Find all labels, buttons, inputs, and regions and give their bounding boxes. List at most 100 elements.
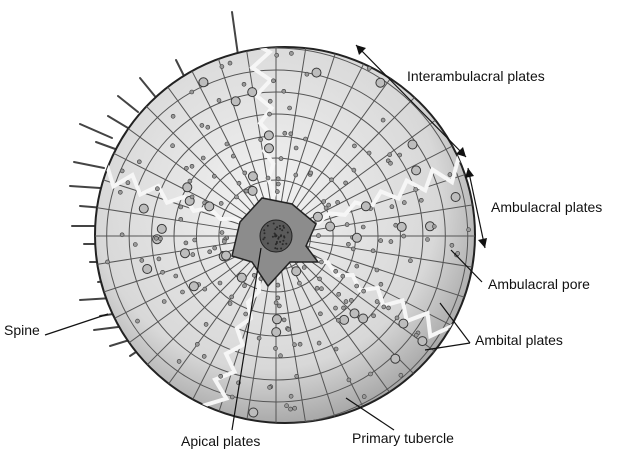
tubercle xyxy=(361,225,365,229)
tubercle xyxy=(334,306,338,310)
tubercle xyxy=(231,154,235,158)
tubercle xyxy=(451,193,460,202)
tubercle xyxy=(347,378,351,382)
tubercle xyxy=(169,68,173,72)
tubercle xyxy=(359,314,368,323)
tubercle xyxy=(268,99,272,103)
tubercle xyxy=(361,202,370,211)
periproct-granule xyxy=(274,233,276,235)
tubercle xyxy=(432,225,436,229)
tubercle xyxy=(355,284,359,288)
periproct-granule xyxy=(264,232,266,234)
tubercle xyxy=(345,223,349,227)
tubercle xyxy=(334,347,338,351)
tubercle xyxy=(126,181,130,185)
tubercle xyxy=(84,288,88,292)
tubercle xyxy=(350,309,359,318)
tubercle xyxy=(157,224,166,233)
tubercle xyxy=(285,404,289,408)
tubercle xyxy=(219,374,223,378)
arrow-head-top-2 xyxy=(465,168,474,178)
tubercle xyxy=(344,181,348,185)
tubercle xyxy=(376,78,385,87)
tubercle xyxy=(65,287,74,296)
tubercle xyxy=(242,82,246,86)
tubercle xyxy=(304,137,308,141)
tubercle xyxy=(137,160,141,164)
tubercle xyxy=(295,374,299,378)
tubercle xyxy=(182,48,186,52)
tubercle xyxy=(265,144,274,153)
tubercle xyxy=(327,203,331,207)
periproct-granule xyxy=(274,247,276,249)
tubercle xyxy=(208,250,212,254)
tubercle xyxy=(159,237,163,241)
tubercle xyxy=(252,273,256,277)
tubercle xyxy=(320,287,324,291)
tubercle xyxy=(243,284,247,288)
tubercle xyxy=(349,298,353,302)
tubercle xyxy=(222,251,231,260)
tubercle xyxy=(195,342,199,346)
periproct-granule xyxy=(273,223,275,225)
tubercle xyxy=(90,228,94,232)
tubercle xyxy=(319,260,323,264)
label-interambulacral-plates: Interambulacral plates xyxy=(407,68,545,84)
tubercle xyxy=(292,267,301,276)
tubercle xyxy=(276,296,280,300)
tubercle xyxy=(120,233,124,237)
tubercle xyxy=(244,312,248,316)
periproct-granule xyxy=(276,226,278,228)
tubercle xyxy=(381,118,385,122)
tubercle xyxy=(318,312,322,316)
tubercle xyxy=(388,56,392,60)
tubercle xyxy=(355,264,359,268)
spine xyxy=(70,186,100,188)
tubercle xyxy=(181,249,190,258)
tubercle xyxy=(283,131,287,135)
tubercle xyxy=(408,140,417,149)
tubercle xyxy=(490,239,494,243)
tubercle xyxy=(171,144,175,148)
tubercle xyxy=(448,173,452,177)
tubercle xyxy=(369,372,373,376)
tubercle xyxy=(336,200,340,204)
tubercle xyxy=(264,131,273,140)
tubercle xyxy=(342,306,346,310)
tubercle xyxy=(154,236,158,240)
tubercle xyxy=(341,274,345,278)
tubercle xyxy=(352,144,356,148)
tubercle xyxy=(230,395,234,399)
tubercle xyxy=(352,233,361,242)
tubercle xyxy=(179,205,183,209)
spine xyxy=(96,142,118,150)
tubercle xyxy=(122,350,126,354)
tubercle xyxy=(273,315,282,324)
tubercle xyxy=(434,97,438,101)
tubercle xyxy=(218,281,222,285)
tubercle xyxy=(140,258,144,262)
tubercle xyxy=(197,405,206,414)
tubercle xyxy=(334,269,338,273)
tubercle xyxy=(274,346,278,350)
tubercle xyxy=(201,156,205,160)
label-ambulacral-plates: Ambulacral plates xyxy=(491,199,602,215)
tubercle xyxy=(293,406,297,410)
tubercle xyxy=(294,173,298,177)
tubercle xyxy=(71,236,75,240)
tubercle xyxy=(379,239,383,243)
tubercle xyxy=(362,395,366,399)
tubercle xyxy=(351,247,355,251)
tubercle xyxy=(117,353,121,357)
tubercle xyxy=(268,112,272,116)
tubercle xyxy=(330,178,334,182)
periproct-granule xyxy=(274,228,276,230)
tubercle xyxy=(385,407,389,411)
spine xyxy=(80,124,112,138)
tubercle xyxy=(259,138,263,142)
tubercle xyxy=(279,354,283,358)
tubercle xyxy=(302,266,306,270)
tubercle xyxy=(199,78,208,87)
tubercle xyxy=(190,195,194,199)
